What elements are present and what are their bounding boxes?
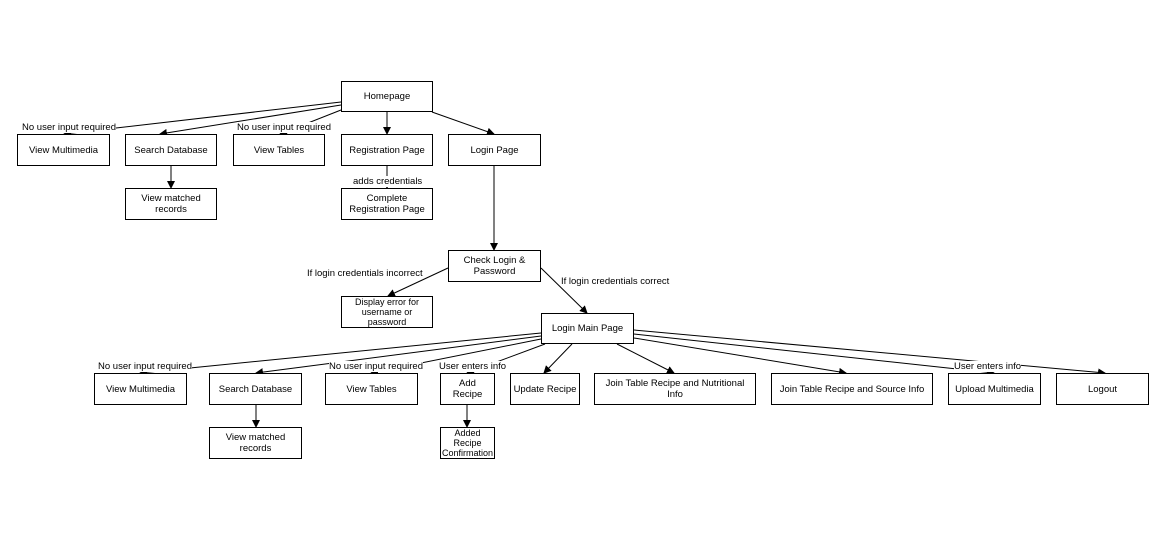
edge-label-no-input-2b: No user input required [329, 361, 423, 372]
edge-main-logout [633, 329, 1106, 377]
edge-homepage-search-database [159, 104, 342, 137]
edge-label-no-input-1a: No user input required [22, 122, 116, 133]
node-view-tables-1: View Tables [233, 134, 325, 166]
node-update-recipe: Update Recipe [510, 373, 580, 405]
node-upload-multimedia: Upload Multimedia [948, 373, 1041, 405]
edge-label-login-incorrect: If login credentials incorrect [307, 268, 423, 279]
node-view-matched-records-1: View matched records [125, 188, 217, 220]
node-join-nutritional: Join Table Recipe and Nutritional Info [594, 373, 756, 405]
edge-main-join-source [633, 337, 847, 376]
node-join-source: Join Table Recipe and Source Info [771, 373, 933, 405]
edge-label-adds-credentials: adds credentials [353, 176, 423, 187]
node-logout: Logout [1056, 373, 1149, 405]
edge-main-update-recipe [543, 343, 573, 374]
node-view-multimedia-2: View Multimedia [94, 373, 187, 405]
edge-homepage-login [431, 111, 495, 136]
node-display-error: Display error for username or password [341, 296, 433, 328]
node-complete-registration: Complete Registration Page [341, 188, 433, 220]
node-added-recipe-confirmation: Added Recipe Confirmation [440, 427, 495, 459]
node-check-login: Check Login & Password [448, 250, 541, 282]
node-search-database-1: Search Database [125, 134, 217, 166]
edge-main-search-database [255, 335, 542, 377]
node-homepage: Homepage [341, 81, 433, 112]
edge-label-user-enters-2: User enters info [954, 361, 1022, 372]
edge-label-user-enters-1: User enters info [439, 361, 507, 372]
node-view-multimedia-1: View Multimedia [17, 134, 110, 166]
edge-main-join-nutritional [616, 343, 675, 374]
edge-label-no-input-2a: No user input required [98, 361, 192, 372]
edge-main-view-multimedia [139, 332, 542, 377]
edge-label-login-correct: If login credentials correct [561, 276, 670, 287]
node-view-matched-records-2: View matched records [209, 427, 302, 459]
node-view-tables-2: View Tables [325, 373, 418, 405]
edge-label-no-input-1b: No user input required [237, 122, 331, 133]
node-login-page: Login Page [448, 134, 541, 166]
edge-main-upload-multimedia [633, 333, 995, 377]
node-registration-page: Registration Page [341, 134, 433, 166]
node-login-main: Login Main Page [541, 313, 634, 344]
edge-check-error [387, 267, 449, 297]
node-add-recipe: Add Recipe [440, 373, 495, 405]
edge-check-main [540, 267, 588, 314]
node-search-database-2: Search Database [209, 373, 302, 405]
